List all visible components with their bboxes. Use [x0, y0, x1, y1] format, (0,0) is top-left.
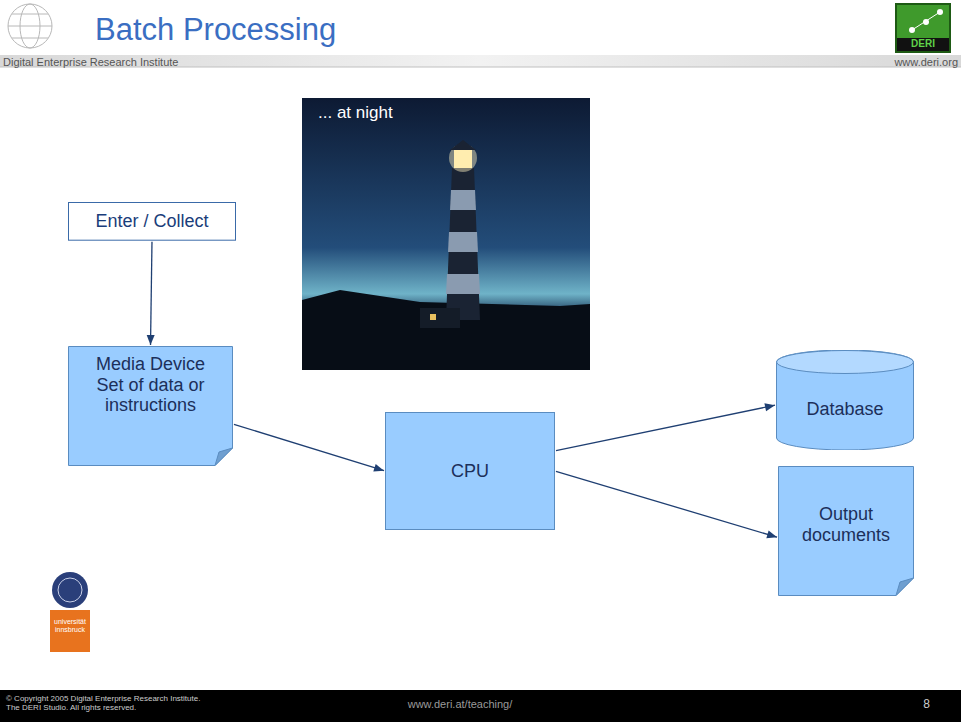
deri-logo	[896, 4, 950, 52]
document-box: Media DeviceSet of data or instructions	[68, 346, 233, 466]
arrowhead	[373, 464, 384, 472]
logo-text: DERI	[897, 38, 949, 50]
slide-title: Batch Processing	[95, 12, 336, 48]
process-box: CPU	[385, 412, 555, 530]
arrowhead	[147, 335, 155, 345]
globe-ornament	[8, 4, 52, 48]
node-label: Enter / Collect	[95, 211, 208, 232]
node-body: Set of data or instructions	[76, 375, 225, 416]
connector-arrow	[234, 424, 384, 471]
node-content: Output documents	[778, 466, 914, 596]
connector-line	[234, 424, 384, 470]
footer-bar	[0, 690, 961, 722]
arrowhead	[764, 403, 775, 411]
node-label: Database	[806, 399, 883, 420]
node-content: Enter / Collect	[68, 202, 236, 241]
node-label: Output documents	[786, 504, 906, 545]
lighthouse-photo	[302, 98, 590, 370]
input-box: Enter / Collect	[68, 202, 236, 241]
connector-arrow	[147, 242, 155, 345]
arrowhead	[766, 531, 777, 539]
database-cylinder: Database	[776, 350, 914, 450]
header-institute: Digital Enterprise Research Institute	[3, 56, 303, 69]
university-logo	[50, 572, 90, 652]
document-box: Output documents	[778, 466, 914, 596]
connector-line	[151, 242, 152, 345]
connector-arrow	[556, 471, 777, 538]
node-label: CPU	[451, 461, 489, 482]
connector-line	[556, 405, 775, 451]
footer-url: www.deri.at/teaching/	[360, 698, 560, 711]
node-label: Media Device	[96, 354, 205, 375]
node-content: CPU	[385, 412, 555, 530]
connector-arrow	[556, 403, 775, 450]
logo-text: universität innsbruck	[50, 618, 90, 634]
connector-line	[556, 471, 777, 537]
node-content: Database	[776, 350, 914, 450]
node-content: Media DeviceSet of data or instructions	[68, 346, 233, 466]
photo-caption: ... at night	[318, 103, 518, 123]
header-url: www.deri.org	[880, 56, 958, 69]
copyright-note: © Copyright 2005 Digital Enterprise Rese…	[6, 694, 206, 712]
page-number: 8	[880, 698, 930, 712]
